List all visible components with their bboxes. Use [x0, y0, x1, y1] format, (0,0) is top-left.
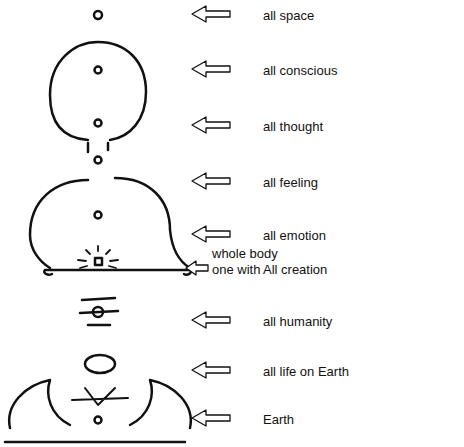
neck-lines — [88, 143, 108, 152]
pointer-arrow — [192, 61, 230, 77]
pointer-arrow — [192, 173, 230, 189]
space-point — [94, 11, 102, 19]
label-holder: one with — [212, 260, 260, 278]
left-shoulder — [30, 180, 88, 268]
waist-point — [93, 307, 103, 317]
label-holder: all life on Earth — [263, 362, 349, 380]
head-outline — [50, 42, 146, 140]
torso-base — [44, 270, 191, 275]
heart-point — [95, 212, 102, 219]
right-hip — [130, 380, 191, 428]
ground-line — [5, 441, 185, 444]
figure-label: Earth — [263, 412, 294, 427]
thought-point — [95, 120, 102, 127]
label-holder: all space — [263, 6, 314, 24]
figure-label: all thought — [263, 119, 323, 134]
pointer-arrow — [192, 226, 230, 242]
pointer-arrow — [192, 312, 230, 328]
pointer-arrow — [186, 261, 208, 275]
left-hip — [9, 380, 70, 428]
neck-point — [95, 157, 102, 164]
waist-lines — [80, 298, 118, 325]
figure-label: All creation — [263, 262, 327, 277]
pointer-arrow — [192, 410, 230, 426]
label-holder: whole body — [212, 244, 278, 262]
figure-label: all emotion — [263, 228, 326, 243]
label-holder: all conscious — [263, 61, 337, 79]
figure-label: whole body — [212, 246, 278, 261]
figure-label: all humanity — [263, 314, 332, 329]
label-holder: all feeling — [263, 173, 318, 191]
label-holder: All creation — [263, 260, 327, 278]
figure-label: all conscious — [263, 63, 337, 78]
head-point — [95, 67, 102, 74]
right-shoulder — [115, 178, 190, 268]
figure-label: all space — [263, 8, 314, 23]
earth-point — [95, 417, 102, 424]
figure-label: all feeling — [263, 175, 318, 190]
label-holder: Earth — [263, 410, 294, 428]
radiating-lines — [78, 246, 118, 268]
pointer-arrow — [192, 6, 230, 22]
centre-point — [95, 258, 102, 265]
pointer-arrow — [192, 362, 230, 378]
label-holder: all emotion — [263, 226, 326, 244]
figure-label: all life on Earth — [263, 364, 349, 379]
label-holder: all humanity — [263, 312, 332, 330]
label-holder: all thought — [263, 117, 323, 135]
figure-label: one with — [212, 262, 260, 277]
pelvis-lines — [72, 388, 128, 405]
belly-oval — [85, 355, 115, 373]
pointer-arrow — [192, 117, 230, 133]
